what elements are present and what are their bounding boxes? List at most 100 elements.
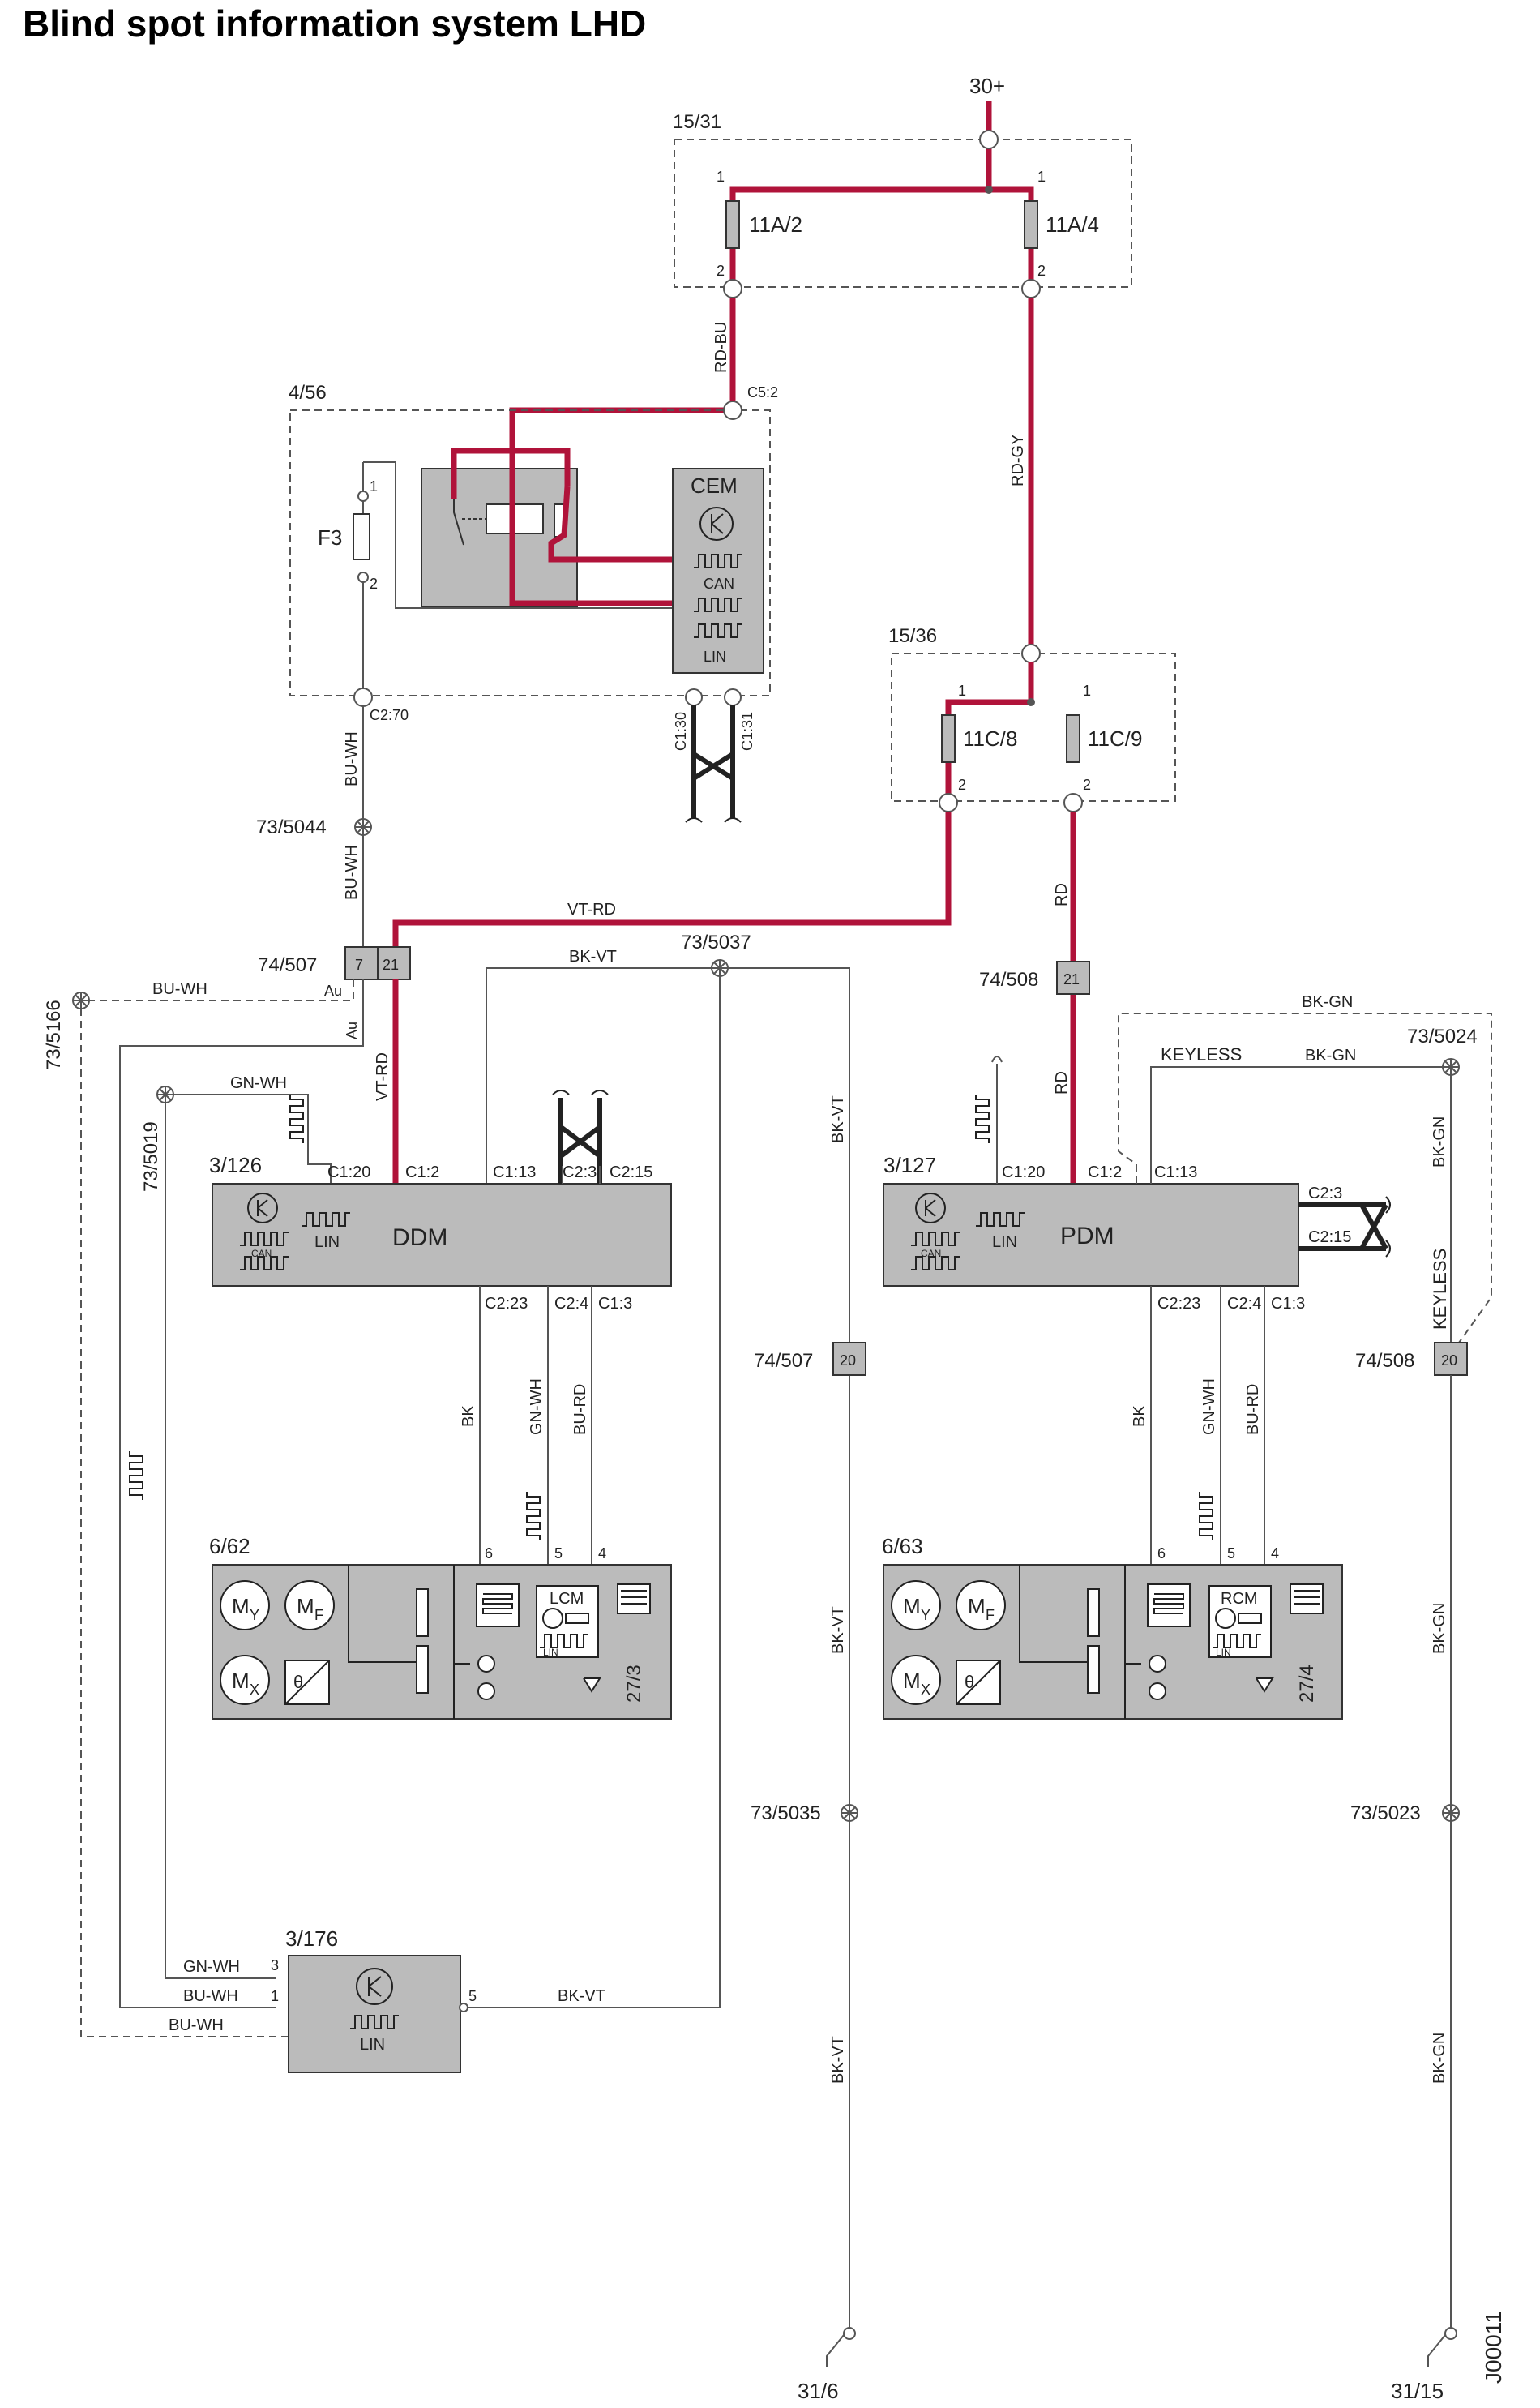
motor-axis-label: F: [314, 1607, 323, 1623]
led-icon: [583, 1677, 601, 1693]
pin-label: 2: [717, 263, 725, 279]
connector-74-508-pin-21: [1056, 961, 1090, 995]
fuse-box-15-31: [674, 139, 1132, 288]
lin-signal-icon: [526, 1491, 541, 1541]
fuse-11c-8: [941, 714, 956, 763]
pin-label: C1:30: [673, 712, 689, 751]
led-icon: [1256, 1677, 1274, 1693]
keyless-label: KEYLESS: [1430, 1249, 1450, 1330]
splice-label: 73/5037: [681, 932, 751, 953]
connector-74-507-pin-20: [832, 1342, 866, 1376]
wire-bu-wh-dashed: [81, 979, 354, 1001]
wire-label: GN-WH: [528, 1378, 545, 1435]
potentiometer-icon: [1087, 1588, 1100, 1637]
wire-label: BK-VT: [829, 2036, 847, 2084]
lamp-icon: [477, 1682, 495, 1700]
camera-label: RCM: [1221, 1590, 1258, 1608]
connector-label: 74/508: [1355, 1350, 1414, 1372]
mirror-right-6-63: [883, 1564, 1343, 1720]
mirror-right-label: 6/63: [882, 1534, 923, 1558]
fuse-box-15-31-label: 15/31: [673, 111, 721, 133]
connector-74-507-pin-7: [344, 946, 379, 980]
lin-signal-icon: [1199, 1491, 1213, 1541]
splice-73-5024: [1442, 1058, 1460, 1076]
pin-label: 4: [1271, 1545, 1279, 1562]
pin-label: C1:3: [598, 1295, 632, 1313]
pin-label: C2:3: [1308, 1185, 1342, 1202]
theta-label: θ: [293, 1672, 303, 1692]
mirror-left-6-62: [212, 1564, 672, 1720]
fuse-11c-8-label: 11C/8: [963, 726, 1017, 751]
fuse-11a-2-label: 11A/2: [749, 212, 802, 237]
pin-label: C2:4: [1227, 1295, 1261, 1313]
splice-label: 73/5019: [140, 1121, 162, 1192]
transistor-icon: [915, 1193, 946, 1223]
junction-dot: [985, 186, 993, 194]
motor-label: M: [903, 1669, 921, 1693]
pin-label: C1:13: [493, 1163, 536, 1181]
wire-label: RD: [1053, 883, 1071, 906]
wire-label: GN-WH: [230, 1074, 287, 1092]
pin-label: C1:3: [1271, 1295, 1305, 1313]
mirror-left-label: 6/62: [209, 1534, 250, 1558]
wire-label: BU-RD: [1244, 1384, 1262, 1435]
pin-label: C1:20: [327, 1163, 370, 1181]
theta-label: θ: [965, 1672, 974, 1692]
wire-label: BK-GN: [1305, 1047, 1356, 1065]
ddm-label: DDM: [392, 1224, 447, 1251]
lamp-icon: [1149, 1655, 1166, 1673]
motor-y-icon: [220, 1580, 270, 1630]
connector-pin-label: 20: [840, 1352, 856, 1369]
ground-terminal: [843, 2327, 856, 2340]
motor-axis-label: Y: [250, 1607, 259, 1623]
motor-label: M: [297, 1594, 314, 1618]
connector-label: 74/507: [258, 954, 317, 976]
wire-relay-b: [451, 448, 571, 499]
connector-pin-label: 21: [1063, 971, 1080, 988]
cem-box-label: 4/56: [289, 382, 327, 404]
motor-axis-label: Y: [921, 1607, 930, 1623]
connector-label: 74/508: [979, 969, 1038, 991]
connector-pin-label: 7: [355, 957, 363, 973]
wire-label: BU-WH: [343, 845, 361, 900]
can-label: CAN: [251, 1248, 272, 1259]
wire-label: BK-GN: [1302, 993, 1353, 1011]
fuse-11a-4: [1024, 200, 1038, 249]
terminal: [1021, 279, 1041, 298]
wire-label: RD-GY: [1009, 435, 1027, 486]
wire-keyless-dashed: [1118, 1013, 1492, 1343]
lamp-icon: [1149, 1682, 1166, 1700]
terminal: [723, 279, 742, 298]
wire-label: BK-VT: [569, 948, 617, 966]
motor-f-icon: [956, 1580, 1006, 1630]
fuse-box-15-36: [891, 653, 1176, 802]
splice-73-5035: [841, 1804, 858, 1822]
ddm-id-label: 3/126: [209, 1153, 262, 1177]
fuse-f3-label: F3: [318, 525, 342, 550]
page-title: Blind spot information system LHD: [23, 2, 647, 45]
cem-module: [672, 468, 764, 674]
pin-label: 2: [1037, 263, 1046, 279]
splice-73-5023: [1442, 1804, 1460, 1822]
wire-vt-rd: [392, 812, 952, 947]
wire-label: BK-VT: [829, 1095, 847, 1143]
pin-label: C2:70: [370, 707, 409, 723]
pin-label: 1: [717, 169, 725, 185]
terminal-c5-2: [723, 401, 742, 420]
ground-label: 31/15: [1391, 2379, 1444, 2403]
lin-label: LIN: [543, 1647, 558, 1658]
ground-symbol: [1427, 2334, 1446, 2367]
pdm-label: PDM: [1060, 1223, 1114, 1249]
motor-y-icon: [891, 1580, 941, 1630]
can-label: CAN: [704, 576, 734, 592]
motor-x-icon: [220, 1655, 270, 1705]
lin-signal-icon: [129, 1450, 143, 1501]
heater-icon: [617, 1583, 651, 1614]
splice-73-5037: [711, 959, 729, 977]
connector-pin-label: 20: [1441, 1352, 1457, 1369]
motor-axis-label: X: [250, 1682, 259, 1698]
fuse-11a-4-label: 11A/4: [1046, 212, 1099, 237]
pin-label: 2: [958, 777, 966, 793]
switch-module-3-176: [288, 1955, 461, 2073]
